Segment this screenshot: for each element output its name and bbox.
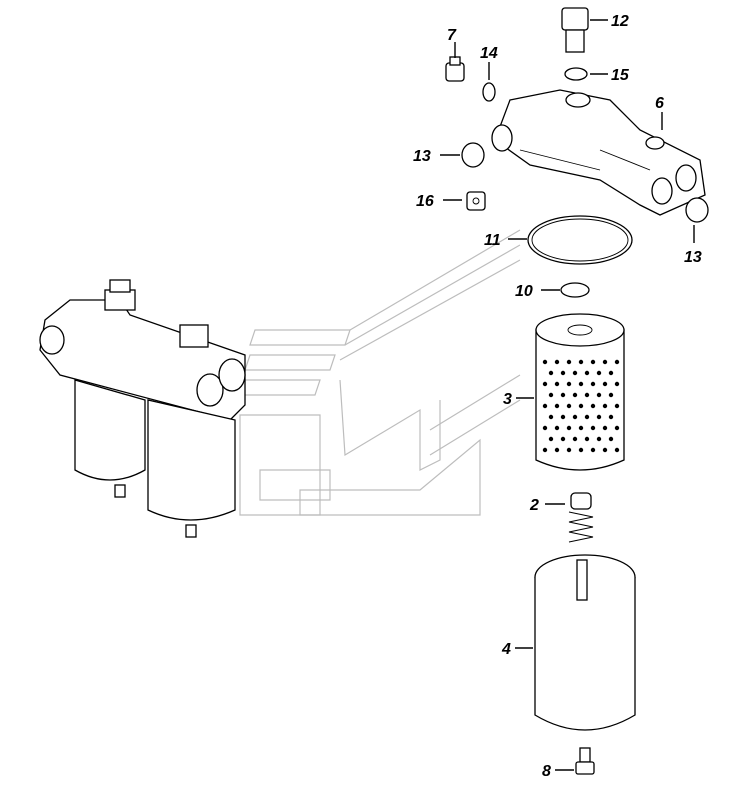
perforation-hole: [602, 447, 608, 453]
perforation-hole: [560, 436, 566, 442]
washer-part-10: [560, 282, 590, 298]
perforation-hole: [602, 403, 608, 409]
perforation-hole: [542, 381, 548, 387]
cap-part-13-right: [685, 197, 709, 223]
perforation-hole: [590, 425, 596, 431]
washer-part-14: [482, 82, 496, 102]
filter-element-part-3: [535, 313, 625, 471]
callout-6: 6: [655, 95, 664, 112]
perforation-hole: [614, 447, 620, 453]
perforation-hole: [614, 359, 620, 365]
perforation-hole: [542, 447, 548, 453]
drain-plug-part-8: [575, 747, 595, 775]
perforation-hole: [584, 370, 590, 376]
perforation-hole: [608, 392, 614, 398]
o-ring-part-11: [527, 215, 633, 265]
perforation-hole: [602, 359, 608, 365]
perforation-hole: [542, 425, 548, 431]
callout-14: 14: [480, 45, 498, 62]
perforation-hole: [566, 447, 572, 453]
perforation-hole: [608, 436, 614, 442]
washer-part-15: [564, 67, 588, 81]
callout-8: 8: [542, 763, 551, 780]
callout-16: 16: [416, 193, 434, 210]
housing-bowl-part-4: [534, 554, 636, 731]
callout-15: 15: [611, 67, 630, 84]
spring-valve-part-2: [568, 492, 594, 543]
perforation-hole: [566, 403, 572, 409]
perforation-hole: [596, 414, 602, 420]
callout-13-right: 13: [684, 249, 702, 266]
filter-head-part-6: [491, 89, 706, 216]
perforation-hole: [596, 436, 602, 442]
perforation-hole: [554, 403, 560, 409]
perforation-hole: [542, 403, 548, 409]
perforation-hole: [584, 414, 590, 420]
perforation-hole: [578, 403, 584, 409]
callout-13-left: 13: [413, 148, 431, 165]
perforation-hole: [614, 403, 620, 409]
callout-2: 2: [529, 497, 539, 514]
perforation-hole: [560, 414, 566, 420]
callout-4: 4: [501, 641, 511, 658]
callout-11: 11: [484, 232, 501, 249]
perforation-hole: [578, 425, 584, 431]
callout-7: 7: [447, 27, 457, 44]
plug-part-16: [466, 191, 486, 211]
callout-10: 10: [515, 283, 533, 300]
perforation-hole: [572, 370, 578, 376]
perforation-hole: [584, 436, 590, 442]
perforation-hole: [578, 359, 584, 365]
perforation-hole: [590, 359, 596, 365]
perforation-hole: [578, 381, 584, 387]
perforation-hole: [566, 381, 572, 387]
perforation-hole: [554, 381, 560, 387]
perforation-hole: [614, 381, 620, 387]
perforation-hole: [572, 392, 578, 398]
perforation-hole: [548, 370, 554, 376]
perforation-hole: [590, 447, 596, 453]
perforation-hole: [542, 359, 548, 365]
callout-12: 12: [611, 13, 629, 30]
perforation-hole: [548, 414, 554, 420]
perforation-hole: [548, 436, 554, 442]
perforation-hole: [566, 359, 572, 365]
perforation-hole: [614, 425, 620, 431]
perforation-hole: [596, 392, 602, 398]
perforation-hole: [572, 436, 578, 442]
perforation-hole: [548, 392, 554, 398]
plug-part-7: [445, 56, 465, 82]
perforation-hole: [608, 414, 614, 420]
cap-part-13-left: [461, 142, 485, 168]
perforation-hole: [566, 425, 572, 431]
perforation-hole: [554, 425, 560, 431]
perforation-hole: [602, 381, 608, 387]
callout-3: 3: [503, 391, 512, 408]
perforation-hole: [572, 414, 578, 420]
bolt-part-12: [561, 7, 589, 53]
perforation-hole: [590, 403, 596, 409]
perforation-hole: [554, 359, 560, 365]
perforation-hole: [590, 381, 596, 387]
perforation-hole: [554, 447, 560, 453]
perforation-hole: [602, 425, 608, 431]
perforation-hole: [578, 447, 584, 453]
perforation-hole: [584, 392, 590, 398]
watermark: [239, 229, 521, 516]
assembled-filter-unit: [39, 279, 246, 538]
perforation-hole: [596, 370, 602, 376]
perforation-hole: [560, 370, 566, 376]
perforation-hole: [608, 370, 614, 376]
perforation-hole: [560, 392, 566, 398]
